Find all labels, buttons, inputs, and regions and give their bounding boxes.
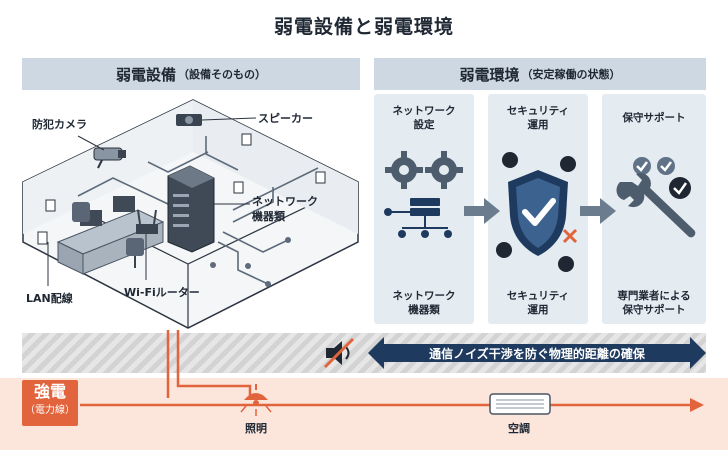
label-leaders — [47, 117, 257, 286]
label-lan-wiring: LAN配線 — [26, 292, 73, 305]
wifi-router-icon — [136, 209, 158, 234]
server-rack-icon — [167, 165, 215, 253]
column-network-title: ネットワーク 設定 — [392, 105, 456, 131]
noise-muted-icon — [323, 337, 355, 369]
right-wall — [193, 100, 358, 234]
checkmark-icon — [522, 198, 556, 226]
column-maintenance-caption: 専門業者による 保守サポート — [617, 290, 691, 316]
page-title: 弱電設備と弱電環境 — [273, 16, 454, 38]
speaker-icon — [176, 114, 202, 126]
network-switch-icon — [384, 198, 452, 238]
blocked-x-icon — [562, 228, 578, 244]
security-shield-icon — [496, 152, 578, 272]
label-network-devices: ネットワーク 機器類 — [252, 195, 318, 223]
right-header-title: 弱電環境 — [459, 65, 520, 84]
outlet-left-2 — [37, 231, 48, 245]
column-maintenance-title: 保守サポート — [622, 112, 686, 124]
strong-power-label: 強電 （電力線） — [22, 380, 78, 426]
label-lighting: 照明 — [245, 422, 267, 435]
wiring-nodes — [210, 237, 291, 287]
flow-arrow-icon-2 — [580, 198, 616, 224]
air-conditioner-icon — [489, 393, 551, 415]
check-badges-icon — [633, 157, 691, 199]
left-wall — [23, 100, 193, 234]
right-section-header: 弱電環境 （安定稼働の状態） — [374, 58, 706, 90]
left-header-subtitle: （設備そのもの） — [178, 68, 266, 81]
outlet-left-1 — [45, 199, 56, 212]
room-illustration — [22, 99, 359, 329]
virus-icon — [496, 152, 576, 272]
distance-arrow — [368, 337, 706, 369]
flow-arrow-icon — [464, 198, 500, 224]
gear-icon — [385, 151, 423, 189]
label-wifi-router: Wi-Fiルーター — [124, 286, 200, 299]
left-header-title: 弱電設備 — [115, 65, 176, 84]
ceiling-light-icon — [240, 384, 272, 416]
strong-power-title: 強電 — [33, 382, 66, 401]
lan-wiring — [77, 136, 319, 285]
label-security-camera: 防犯カメラ — [32, 118, 87, 131]
column-network-caption: ネットワーク 機器類 — [392, 290, 456, 316]
outlet-right-3 — [233, 181, 244, 194]
column-maintenance-panel — [602, 94, 706, 324]
right-header-subtitle: （安定稼働の状態） — [521, 68, 621, 81]
gear-icon-2 — [425, 151, 463, 189]
outlet-right-1 — [241, 133, 252, 146]
left-section-header: 弱電設備 （設備そのもの） — [22, 58, 360, 90]
outlet-right-2 — [315, 171, 326, 184]
label-speaker: スピーカー — [258, 112, 313, 125]
office-chair-icon — [72, 202, 144, 268]
label-air-conditioning: 空調 — [508, 422, 530, 435]
power-lines — [80, 330, 704, 412]
wrench-icon — [616, 157, 696, 238]
office-desk — [56, 209, 165, 275]
column-security-title: セキュリティ 運用 — [506, 105, 570, 131]
strong-power-band — [0, 378, 728, 450]
security-camera-icon — [93, 147, 126, 169]
distance-note: 通信ノイズ干渉を防ぐ物理的距離の確保 — [429, 347, 645, 361]
strong-power-subtitle: （電力線） — [25, 405, 75, 416]
network-settings-icon — [384, 151, 463, 238]
column-security-caption: セキュリティ 運用 — [506, 290, 570, 316]
